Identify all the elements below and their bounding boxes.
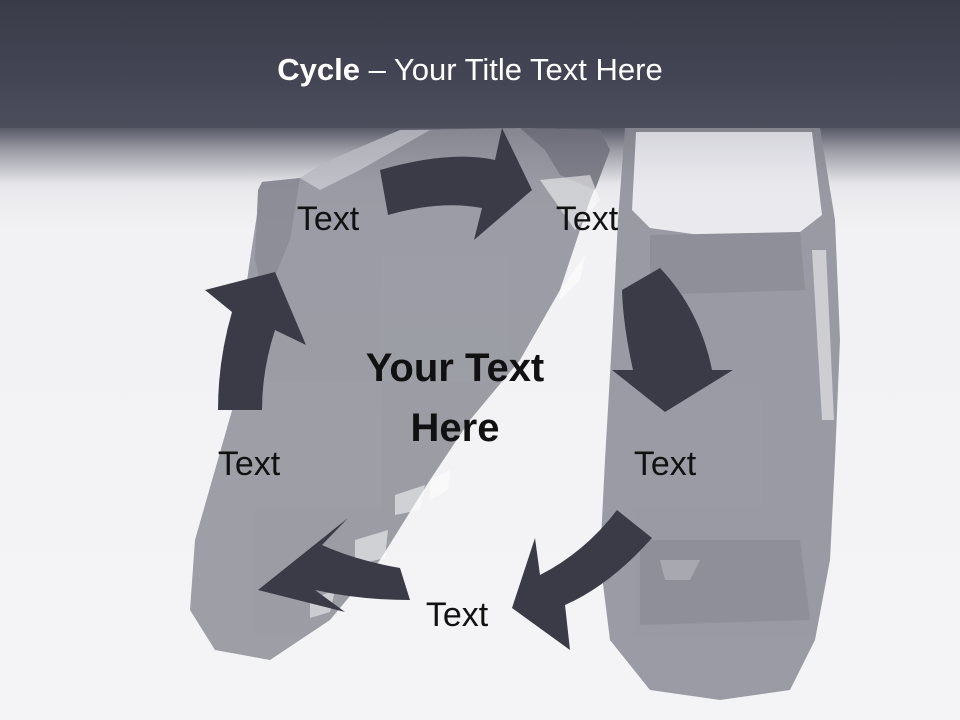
slide-title-bold: Cycle: [277, 52, 360, 87]
curved-arrow-icon: [258, 518, 410, 612]
curved-arrow-icon: [612, 268, 733, 412]
curved-arrow-icon: [512, 510, 652, 650]
cycle-label-bottom: Text: [425, 596, 489, 634]
cycle-label-top-left: Text: [296, 200, 360, 238]
center-text-line-2: Here: [410, 406, 500, 450]
cycle-label-right: Text: [633, 445, 697, 483]
slide-title: Cycle – Your Title Text Here: [0, 52, 940, 88]
center-text: Your Text Here: [320, 338, 590, 458]
cycle-label-left: Text: [217, 445, 281, 483]
curved-arrow-icon: [380, 128, 532, 240]
header-band: [0, 0, 960, 128]
center-text-line-1: Your Text: [365, 346, 545, 390]
curved-arrow-icon: [205, 272, 306, 410]
left-boot-shape: [190, 128, 610, 660]
cycle-label-top-right: Text: [555, 200, 619, 238]
slide-title-rest: – Your Title Text Here: [360, 52, 663, 87]
